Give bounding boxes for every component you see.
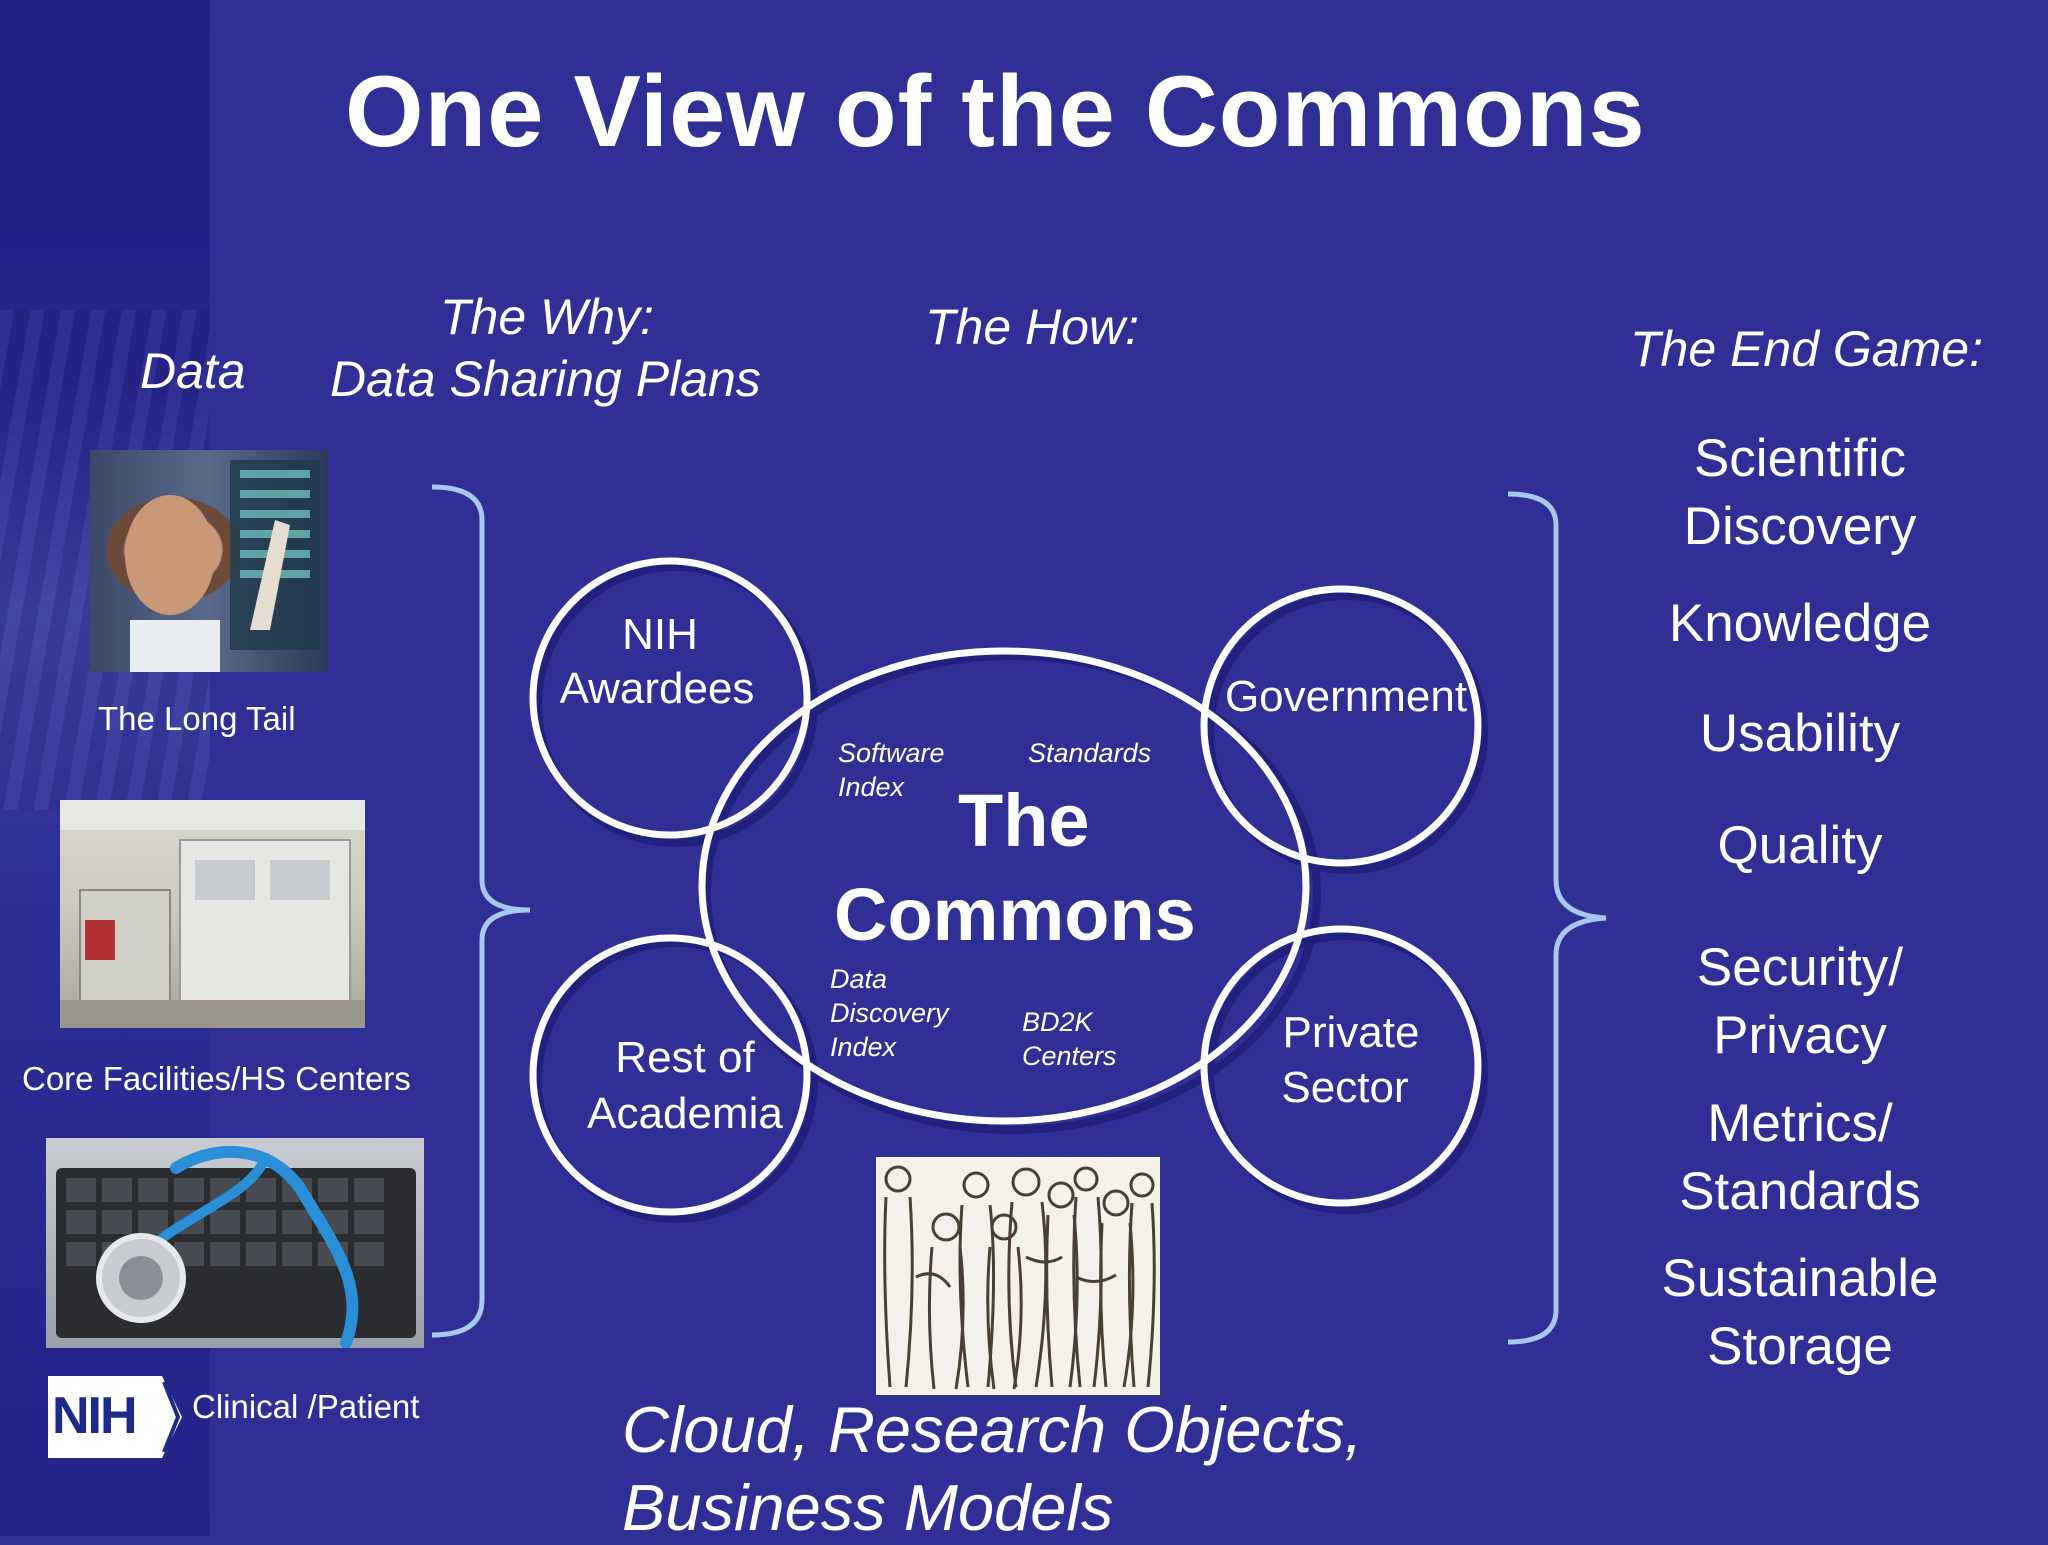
data-discovery-line3: Index <box>830 1032 897 1062</box>
end-game-quality: Quality <box>1717 816 1883 875</box>
clinical-patient-label: Clinical /Patient <box>192 1388 420 1425</box>
security-line1: Security/ <box>1696 938 1904 997</box>
private-sector-line2: Sector <box>1281 1063 1409 1112</box>
scientific-line2: Discovery <box>1683 497 1917 556</box>
long-tail-label: The Long Tail <box>98 700 296 737</box>
footer-line2: Business Models <box>622 1471 1114 1544</box>
scientific-line1: Scientific <box>1693 429 1907 488</box>
nih-logo: NIH <box>44 1372 184 1462</box>
why-header-line2: Data Sharing Plans <box>330 351 761 407</box>
metrics-line2: Standards <box>1679 1162 1921 1221</box>
commons-title-line2: Commons <box>834 873 1196 956</box>
people-sketch-image <box>876 1157 1160 1395</box>
end-game-header: The End Game: <box>1630 321 1983 377</box>
commons-title-line1: The <box>958 779 1090 862</box>
right-brace <box>1507 491 1607 1345</box>
private-sector-circle <box>1200 925 1482 1207</box>
government-circle <box>1200 585 1482 867</box>
sustainable-line1: Sustainable <box>1661 1249 1939 1308</box>
nih-logo-text: NIH <box>52 1387 138 1445</box>
laptop-stethoscope-photo <box>46 1138 424 1348</box>
core-facilities-label: Core Facilities/HS Centers <box>22 1060 411 1097</box>
software-index-line2: Index <box>838 772 905 802</box>
commons-ellipse <box>698 647 1310 1125</box>
data-header: Data <box>140 343 246 399</box>
data-discovery-line2: Discovery <box>830 998 949 1028</box>
left-brace <box>431 484 531 1338</box>
nih-awardees-circle <box>529 557 811 839</box>
software-index-line1: Software <box>838 738 945 768</box>
end-game-scientific-discovery: Scientific Discovery <box>1620 425 1980 561</box>
private-sector-line1: Private <box>1282 1008 1420 1057</box>
end-game-usability: Usability <box>1699 704 1901 763</box>
scientist-photo <box>90 450 328 672</box>
government-label: Government <box>1224 672 1468 721</box>
academia-circle <box>529 934 811 1216</box>
end-game-metrics-standards: Metrics/ Standards <box>1620 1090 1980 1226</box>
bd2k-line2: Centers <box>1022 1041 1117 1071</box>
end-game-sustainable-storage: Sustainable Storage <box>1620 1245 1980 1381</box>
bd2k-line1: BD2K <box>1022 1007 1093 1037</box>
end-game-knowledge: Knowledge <box>1668 594 1932 653</box>
nih-awardees-line2: Awardees <box>559 664 755 713</box>
metrics-line1: Metrics/ <box>1707 1094 1893 1153</box>
nih-awardees-line1: NIH <box>622 610 698 659</box>
academia-line2: Academia <box>587 1089 783 1138</box>
standards-label: Standards <box>1028 738 1152 768</box>
slide-title: One View of the Commons <box>345 56 1646 168</box>
lab-facility-photo <box>60 800 365 1028</box>
data-discovery-line1: Data <box>830 964 888 994</box>
end-game-security-privacy: Security/ Privacy <box>1620 934 1980 1070</box>
academia-line1: Rest of <box>615 1033 755 1082</box>
why-header-line1: The Why: <box>440 289 654 345</box>
sustainable-line2: Storage <box>1707 1317 1893 1376</box>
how-header: The How: <box>925 299 1139 355</box>
security-line2: Privacy <box>1713 1006 1887 1065</box>
footer-line1: Cloud, Research Objects, <box>622 1393 1363 1466</box>
